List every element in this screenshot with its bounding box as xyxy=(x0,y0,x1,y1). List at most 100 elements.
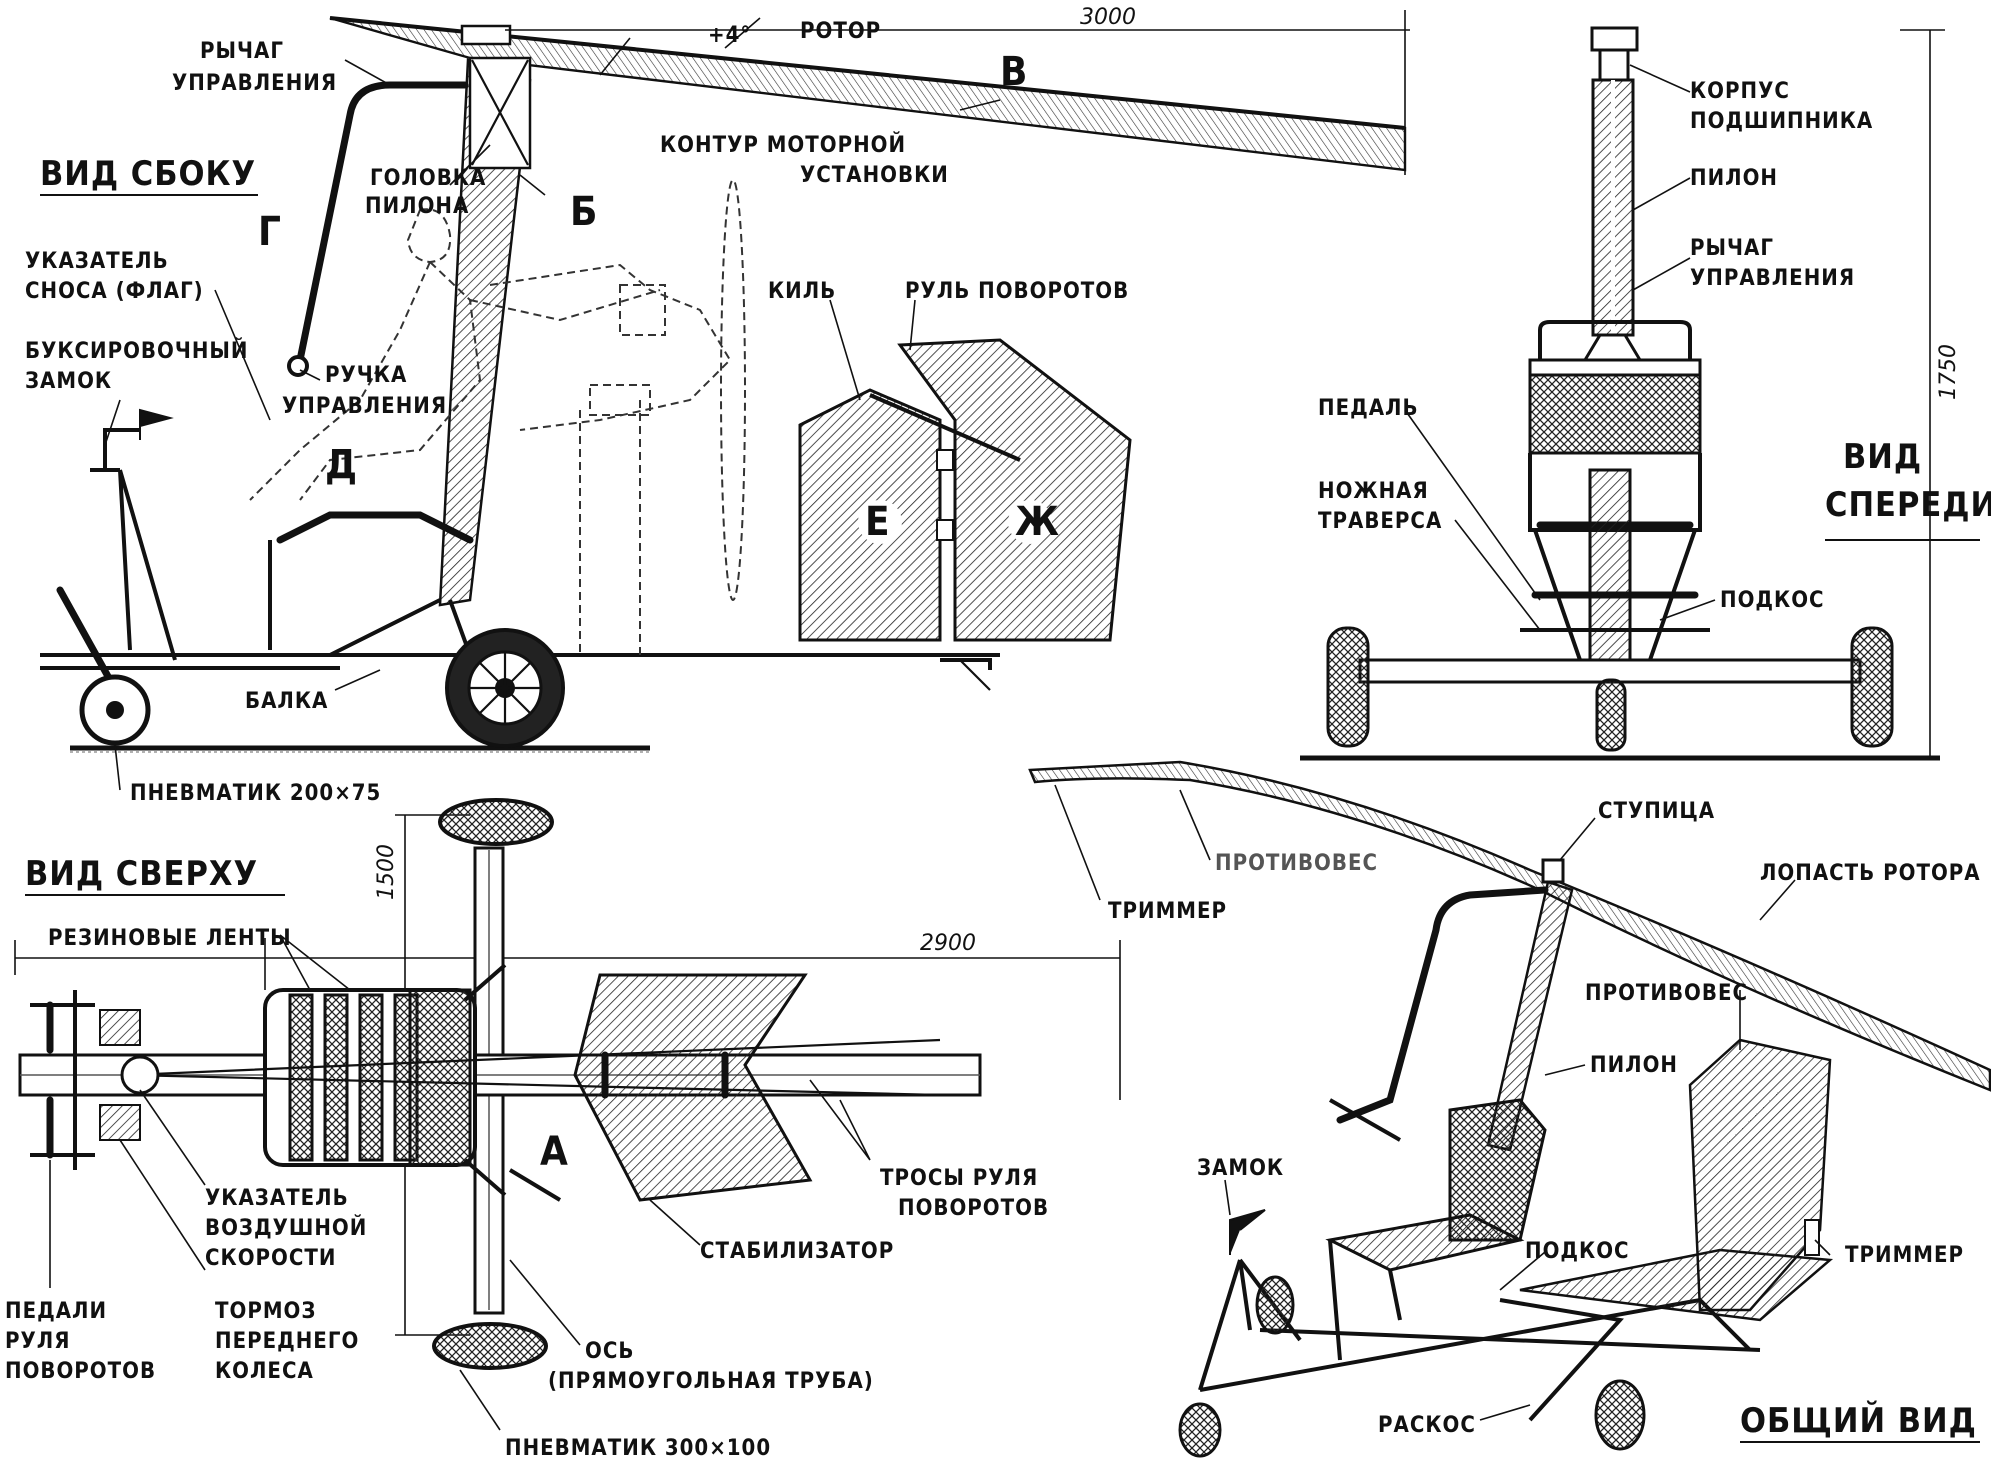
front-bearing-housing-label-1: КОРПУС xyxy=(1690,79,1790,104)
side-rudder-label: РУЛЬ ПОВОРОТОВ xyxy=(905,279,1129,304)
general-lock-flag xyxy=(1229,1209,1266,1255)
top-stabilizer-label: СТАБИЛИЗАТОР xyxy=(700,1239,894,1264)
front-view: ВИД СПЕРЕДИ КОРПУС ПОДШИПНИКА ПИЛОН РЫЧА… xyxy=(1300,26,1991,761)
general-right-wheel xyxy=(1594,1379,1646,1451)
side-drift-flag xyxy=(139,408,174,440)
front-pylon-label: ПИЛОН xyxy=(1690,166,1778,191)
front-control-lever-label-1: РЫЧАГ xyxy=(1690,236,1774,261)
side-pylon-head-label-1: ГОЛОВКА xyxy=(370,166,486,191)
front-strut-label: ПОДКОС xyxy=(1720,588,1825,613)
front-bearing-housing-label-2: ПОДШИПНИКА xyxy=(1690,109,1873,134)
general-view-title: ОБЩИЙ ВИД xyxy=(1740,1400,1977,1441)
top-letter-a: А xyxy=(540,1129,569,1175)
side-control-lever-label-1: РЫЧАГ xyxy=(200,39,284,64)
top-lower-wheel xyxy=(432,1322,548,1370)
side-letter-e: Е xyxy=(865,499,891,545)
side-drift-indicator-label-2: СНОСА (ФЛАГ) xyxy=(25,279,204,304)
top-brake-label-1: ТОРМОЗ xyxy=(215,1299,316,1324)
side-engine-contour-label-1: КОНТУР МОТОРНОЙ xyxy=(660,132,906,158)
side-tow-lock xyxy=(103,428,140,470)
side-control-stick-label-2: УПРАВЛЕНИЯ xyxy=(282,394,447,419)
front-right-wheel xyxy=(1850,626,1894,748)
side-drift-indicator-label-1: УКАЗАТЕЛЬ xyxy=(25,249,169,274)
top-airspeed-label-2: ВОЗДУШНОЙ xyxy=(205,1215,367,1241)
top-rudder-cables xyxy=(129,1038,941,1097)
top-dim-length: 2900 xyxy=(920,931,976,956)
general-trimmer-label: ТРИММЕР xyxy=(1108,899,1227,924)
general-hub-label: СТУПИЦА xyxy=(1598,799,1715,824)
side-view: ВИД СБОКУ РОТОР +4° 3000 РЫЧАГ УПРАВЛЕНИ… xyxy=(25,5,1410,806)
side-letter-v: В xyxy=(1000,49,1028,95)
top-pedals-label-3: ПОВОРОТОВ xyxy=(5,1359,156,1384)
top-upper-wheel xyxy=(438,798,554,846)
top-axle-label-1: ОСЬ xyxy=(585,1339,634,1364)
front-seat-back xyxy=(1528,373,1702,455)
side-control-stick-label-1: РУЧКА xyxy=(325,363,407,388)
front-central-column xyxy=(1588,468,1632,672)
top-seat-pad xyxy=(408,988,472,1167)
side-seat xyxy=(276,511,474,544)
top-stabilizer xyxy=(573,973,813,1202)
top-view: ВИД СВЕРХУ РЕЗИНОВЫЕ ЛЕНТЫ 2900 1500 А У… xyxy=(5,798,1121,1461)
general-lock-label: ЗАМОК xyxy=(1197,1156,1284,1181)
side-pylon-head-label-2: ПИЛОНА xyxy=(365,194,469,219)
side-control-lever-label-2: УПРАВЛЕНИЯ xyxy=(172,71,337,96)
general-left-wheel xyxy=(1255,1275,1295,1335)
general-view: СТУПИЦА ПРОТИВОВЕС ТРИММЕР ЛОПАСТЬ РОТОР… xyxy=(1028,760,1991,1458)
general-trimmer2-label: ТРИММЕР xyxy=(1845,1243,1964,1268)
front-control-lever-label-2: УПРАВЛЕНИЯ xyxy=(1690,266,1855,291)
general-brace xyxy=(1499,1298,1624,1422)
general-counterweight2-label: ПРОТИВОВЕС xyxy=(1585,981,1748,1006)
top-brake-label-2: ПЕРЕДНЕГО xyxy=(215,1329,359,1354)
side-letter-zh: Ж xyxy=(1015,499,1060,545)
side-fin-label: КИЛЬ xyxy=(768,279,836,304)
side-angle-label: +4° xyxy=(708,23,751,48)
top-axle-label-2: (ПРЯМОУГОЛЬНАЯ ТРУБА) xyxy=(548,1369,874,1394)
front-bearing-housing xyxy=(1598,48,1630,82)
side-nose-frame xyxy=(90,468,177,661)
top-airspeed-label-3: СКОРОСТИ xyxy=(205,1246,336,1271)
top-dim-width: 1500 xyxy=(374,844,399,900)
side-view-title: ВИД СБОКУ xyxy=(40,154,256,194)
front-rotor-hub xyxy=(1590,26,1639,52)
general-rotor-blade xyxy=(1028,760,1991,1092)
top-cables-label-1: ТРОСЫ РУЛЯ xyxy=(880,1166,1038,1191)
top-brake-label-3: КОЛЕСА xyxy=(215,1359,314,1384)
general-brace-label: РАСКОС xyxy=(1378,1413,1476,1438)
side-tire-label: ПНЕВМАТИК 200×75 xyxy=(130,781,381,806)
front-foot-crossbar-label-2: ТРАВЕРСА xyxy=(1318,509,1442,534)
top-tire-label: ПНЕВМАТИК 300×100 xyxy=(505,1436,771,1461)
front-struts xyxy=(1533,529,1697,661)
general-nose-wheel xyxy=(1178,1402,1222,1458)
top-brake xyxy=(99,1009,141,1046)
general-pylon-label: ПИЛОН xyxy=(1590,1053,1678,1078)
top-pedals-label-2: РУЛЯ xyxy=(5,1329,70,1354)
general-counterweight-label: ПРОТИВОВЕС xyxy=(1215,851,1378,876)
side-pilot-silhouette xyxy=(299,208,482,501)
side-engine-contour-label-2: УСТАНОВКИ xyxy=(800,163,949,188)
top-rubber-bands-label: РЕЗИНОВЫЕ ЛЕНТЫ xyxy=(48,926,292,951)
front-left-wheel xyxy=(1326,626,1370,748)
side-tow-lock-label-2: ЗАМОК xyxy=(25,369,112,394)
side-letter-d: Д xyxy=(325,442,358,488)
general-hub xyxy=(1541,858,1565,884)
front-foot-crossbar-label-1: НОЖНАЯ xyxy=(1318,479,1429,504)
front-view-title-2: СПЕРЕДИ xyxy=(1825,485,1991,525)
general-strut-label: ПОДКОС xyxy=(1525,1239,1630,1264)
side-rotor-label: РОТОР xyxy=(800,19,881,44)
general-rotor-blade-label: ЛОПАСТЬ РОТОРА xyxy=(1760,861,1981,886)
front-dim-height: 1750 xyxy=(1936,344,1961,400)
top-pedals-label-1: ПЕДАЛИ xyxy=(5,1299,107,1324)
side-control-lever xyxy=(296,81,469,364)
front-view-title-1: ВИД xyxy=(1843,437,1922,477)
front-nose-wheel xyxy=(1595,678,1627,752)
top-rubber-band xyxy=(288,993,314,1162)
top-view-title: ВИД СВЕРХУ xyxy=(25,854,258,894)
side-engine-contour xyxy=(489,263,732,431)
front-pedal-label: ПЕДАЛЬ xyxy=(1318,396,1419,421)
top-airspeed-label-1: УКАЗАТЕЛЬ xyxy=(205,1186,349,1211)
side-dim-rotor: 3000 xyxy=(1080,5,1136,30)
front-seat-frame xyxy=(1538,320,1692,360)
side-rudder xyxy=(897,338,1132,642)
